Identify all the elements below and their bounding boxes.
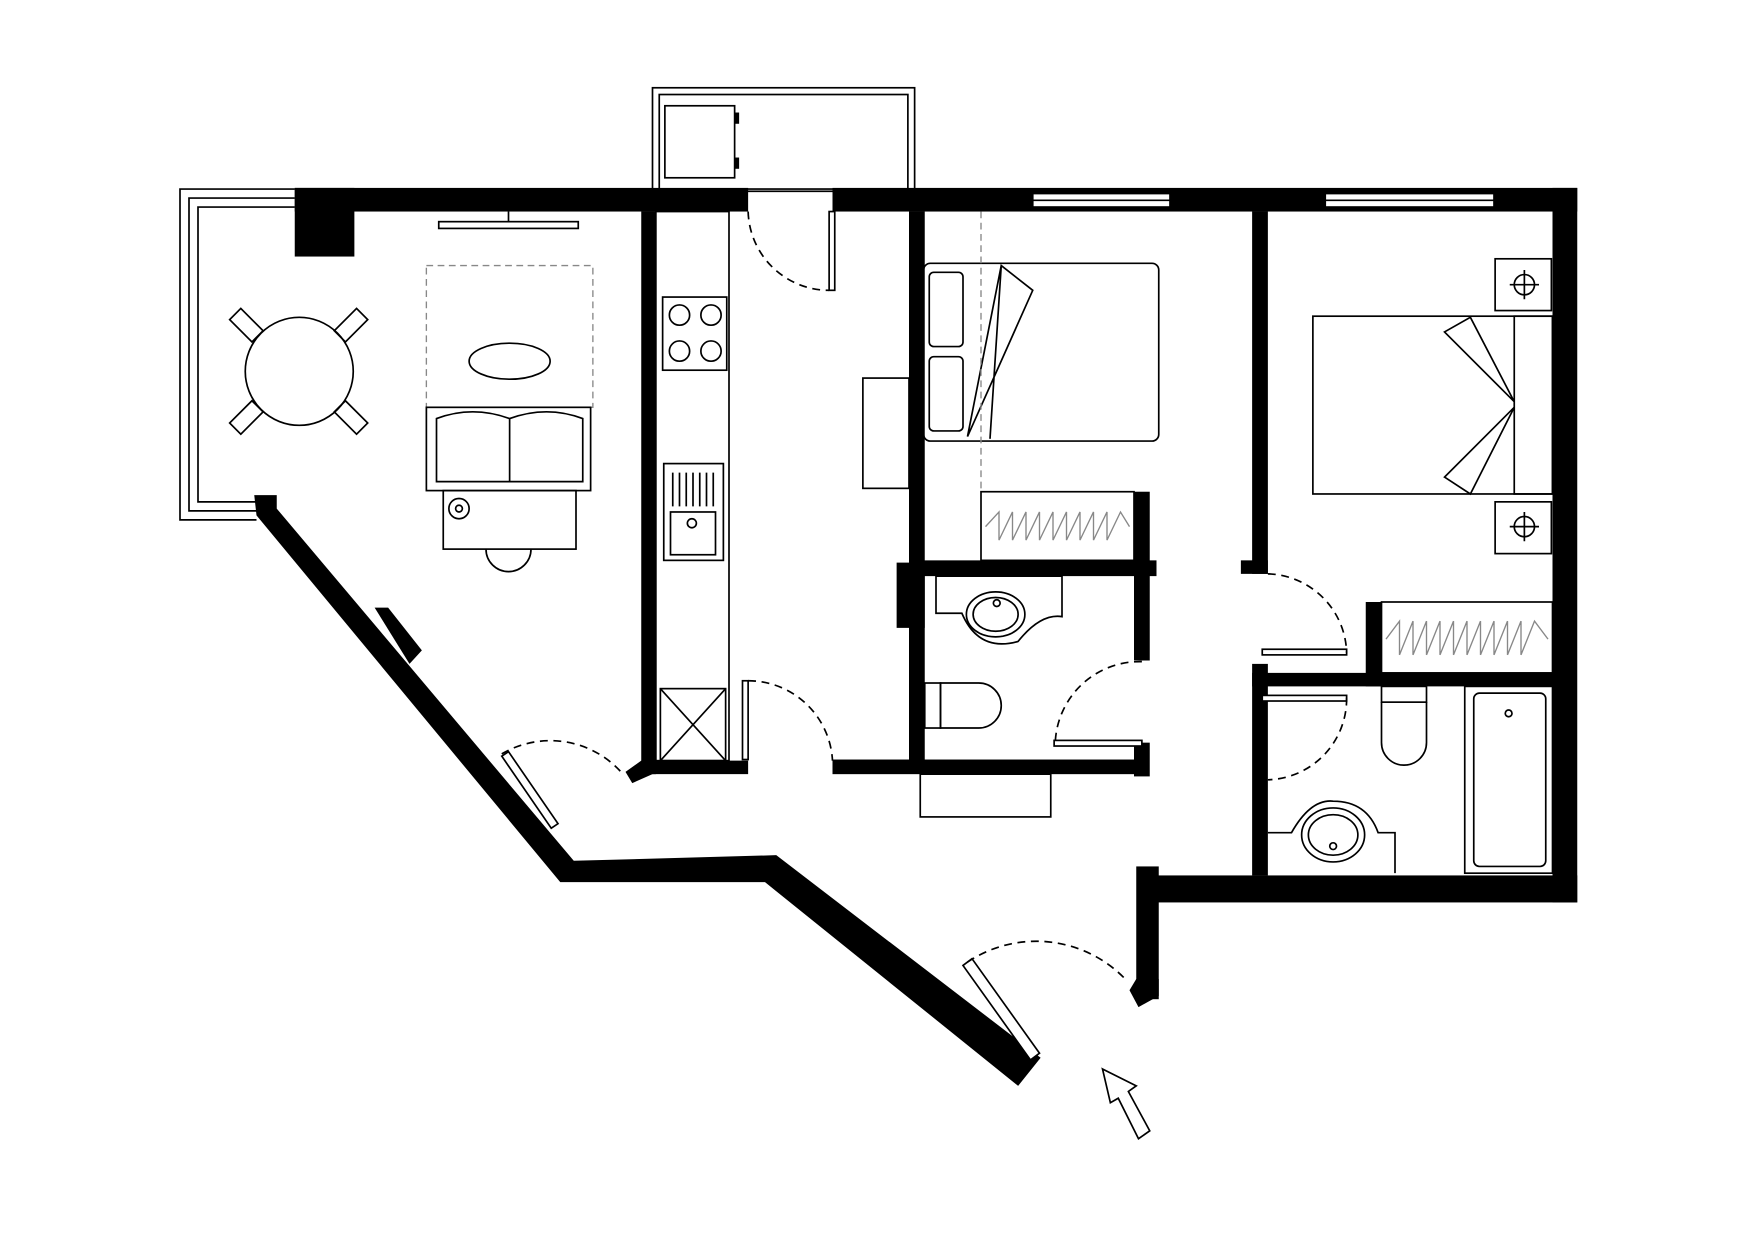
rug: [425, 264, 594, 409]
hall-cabinet: [862, 377, 910, 490]
washbasin-1: [935, 575, 1063, 645]
tv-unit: [437, 211, 580, 230]
wardrobe-2: [1380, 601, 1554, 674]
bed-2: [1312, 257, 1554, 555]
hall-bench: [919, 773, 1052, 818]
bed-1: [922, 211, 1160, 492]
top-balcony: [651, 86, 916, 193]
coffee-table: [468, 342, 551, 381]
walls: [254, 187, 1578, 1086]
washbasin-2: [1267, 800, 1396, 874]
sofa: [425, 406, 592, 492]
wardrobe-1: [980, 490, 1135, 562]
bathtub: [1463, 685, 1554, 875]
kitchen-counter: [655, 210, 730, 762]
left-loggia: [179, 188, 295, 521]
toilet-2: [1380, 685, 1428, 766]
toilet-1: [923, 682, 1003, 729]
windows: [1031, 192, 1495, 208]
desk: [442, 489, 577, 573]
dining-table: [228, 307, 369, 436]
arrow-up-left-icon: [1101, 1067, 1151, 1140]
doors: [500, 210, 1348, 1062]
